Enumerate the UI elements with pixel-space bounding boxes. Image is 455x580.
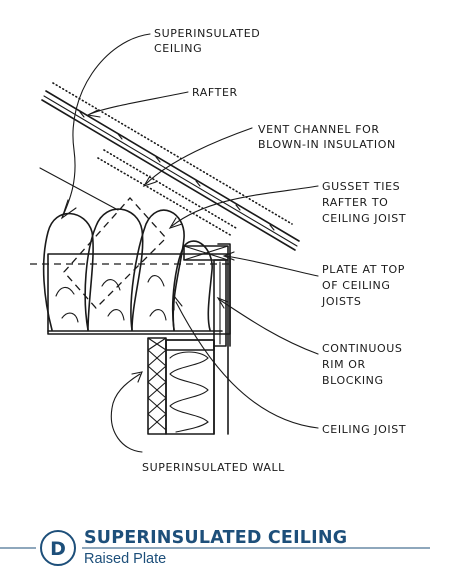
gusset-ties [30,197,230,309]
label-rim: CONTINUOUS RIM OR BLOCKING [322,342,403,387]
vent-channel [97,149,237,237]
svg-text:RAFTER TO: RAFTER TO [322,196,388,209]
svg-text:SUPERINSULATED: SUPERINSULATED [154,27,260,40]
svg-text:VENT CHANNEL FOR: VENT CHANNEL FOR [258,123,380,136]
svg-text:GUSSET TIES: GUSSET TIES [322,180,400,193]
label-ceiling-joist: CEILING JOIST [322,423,406,436]
svg-text:CEILING JOIST: CEILING JOIST [322,423,406,436]
svg-text:CEILING JOIST: CEILING JOIST [322,212,406,225]
label-plate: PLATE AT TOP OF CEILING JOISTS [321,263,405,308]
svg-text:OF CEILING: OF CEILING [322,279,390,292]
svg-text:CONTINUOUS: CONTINUOUS [322,342,403,355]
wall [147,259,229,435]
svg-text:CEILING: CEILING [154,42,202,55]
caption-badge [40,530,76,566]
top-plate [183,245,229,261]
label-superinsulated-wall: SUPERINSULATED WALL [142,461,285,474]
caption-badge-letter: D [50,538,66,560]
rafter [41,82,300,251]
rim-blocking [213,259,227,347]
label-rafter: RAFTER [192,86,238,99]
svg-text:BLOCKING: BLOCKING [322,374,384,387]
svg-text:PLATE AT TOP: PLATE AT TOP [322,263,405,276]
leader-lines [60,33,319,453]
svg-text:RAFTER: RAFTER [192,86,238,99]
label-superinsulated-ceiling: SUPERINSULATED CEILING [154,27,260,55]
caption: D SUPERINSULATED CEILING Raised Plate [0,528,430,567]
caption-title: SUPERINSULATED CEILING [84,528,347,548]
svg-text:BLOWN-IN INSULATION: BLOWN-IN INSULATION [258,138,396,151]
label-vent-channel: VENT CHANNEL FOR BLOWN-IN INSULATION [258,123,396,151]
label-gusset-ties: GUSSET TIES RAFTER TO CEILING JOIST [322,180,406,225]
svg-text:SUPERINSULATED WALL: SUPERINSULATED WALL [142,461,285,474]
svg-text:JOISTS: JOISTS [321,295,361,308]
caption-subtitle: Raised Plate [84,551,166,567]
svg-text:RIM OR: RIM OR [322,358,366,371]
blown-in-insulation [42,208,231,335]
